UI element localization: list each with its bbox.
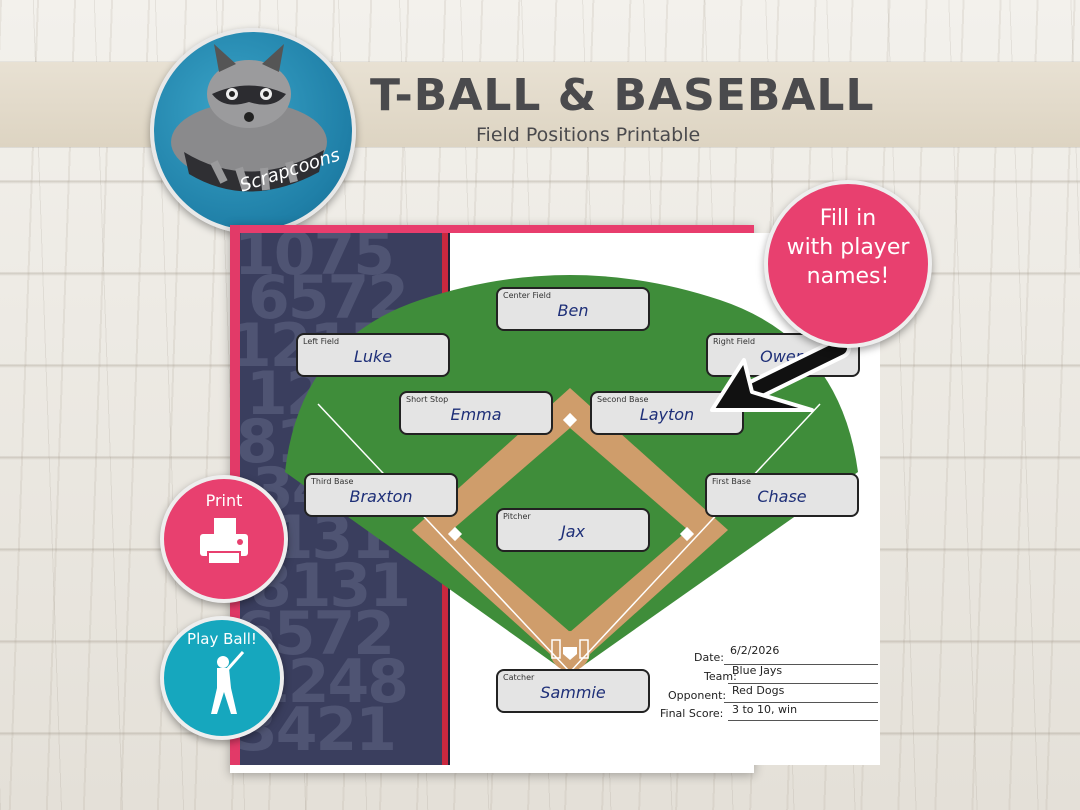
- player-name: Emma: [450, 405, 502, 424]
- callout-line-3: names!: [806, 264, 890, 289]
- scrapcoons-logo[interactable]: [150, 28, 356, 234]
- position-label: Short Stop: [406, 395, 449, 404]
- player-name: Ben: [557, 301, 589, 320]
- second-base: [562, 412, 578, 428]
- position-center-field[interactable]: Center Field Ben: [496, 287, 650, 331]
- date-label: Date:: [694, 651, 724, 664]
- team-label: Team:: [704, 670, 737, 683]
- date-value[interactable]: 6/2/2026: [730, 644, 779, 657]
- position-short-stop[interactable]: Short Stop Emma: [399, 391, 553, 435]
- position-label: Pitcher: [503, 512, 531, 521]
- position-pitcher[interactable]: Pitcher Jax: [496, 508, 650, 552]
- player-name: Layton: [639, 405, 695, 424]
- player-name: Luke: [353, 347, 393, 366]
- position-third-base[interactable]: Third Base Braxton: [304, 473, 458, 517]
- fill-in-callout: Fill in with player names!: [764, 180, 932, 348]
- player-name: Chase: [757, 487, 807, 506]
- opponent-text: Red Dogs: [732, 684, 785, 697]
- team-text: Blue Jays: [732, 664, 783, 677]
- score-label: Final Score:: [660, 707, 724, 720]
- player-name: Sammie: [540, 683, 606, 702]
- position-catcher[interactable]: Catcher Sammie: [496, 669, 650, 713]
- batter-silhouette-icon: [211, 651, 245, 714]
- position-label: Left Field: [303, 337, 340, 346]
- position-first-base[interactable]: First Base Chase: [705, 473, 859, 517]
- opponent-label: Opponent:: [668, 689, 727, 702]
- score-value[interactable]: 3 to 10, win: [732, 703, 797, 716]
- first-base-line: [569, 403, 821, 673]
- date-text: 6/2/2026: [730, 644, 780, 657]
- position-label: Catcher: [503, 673, 535, 682]
- print-button[interactable]: Print: [160, 475, 288, 603]
- first-base: [679, 526, 695, 542]
- position-label: Center Field: [503, 291, 551, 300]
- callout-line-1: Fill in: [819, 206, 877, 231]
- player-name: Jax: [561, 522, 585, 541]
- third-base: [447, 526, 463, 542]
- print-label: Print: [205, 491, 243, 510]
- play-ball-label: Play Ball!: [187, 630, 257, 648]
- score-underline: [728, 720, 878, 721]
- team-value[interactable]: Blue Jays: [732, 664, 782, 677]
- home-plate: [563, 647, 577, 660]
- date-underline: [724, 664, 878, 665]
- position-label: Third Base: [311, 477, 354, 486]
- callout-line-2: with player: [786, 235, 910, 260]
- player-name: Braxton: [349, 487, 413, 506]
- opponent-underline: [724, 702, 878, 703]
- play-ball-button[interactable]: Play Ball!: [160, 616, 284, 740]
- position-label: First Base: [712, 477, 751, 486]
- raccoon-icon: [171, 44, 327, 192]
- third-base-line: [317, 403, 571, 673]
- position-left-field[interactable]: Left Field Luke: [296, 333, 450, 377]
- opponent-value[interactable]: Red Dogs: [732, 684, 784, 697]
- printer-icon: [200, 518, 248, 565]
- team-underline: [728, 683, 878, 684]
- score-text: 3 to 10, win: [732, 703, 798, 716]
- page-subtitle: Field Positions Printable: [476, 124, 701, 146]
- position-label: Right Field: [713, 337, 756, 346]
- position-label: Second Base: [597, 395, 649, 404]
- page-title: T-BALL & BASEBALL: [370, 70, 875, 121]
